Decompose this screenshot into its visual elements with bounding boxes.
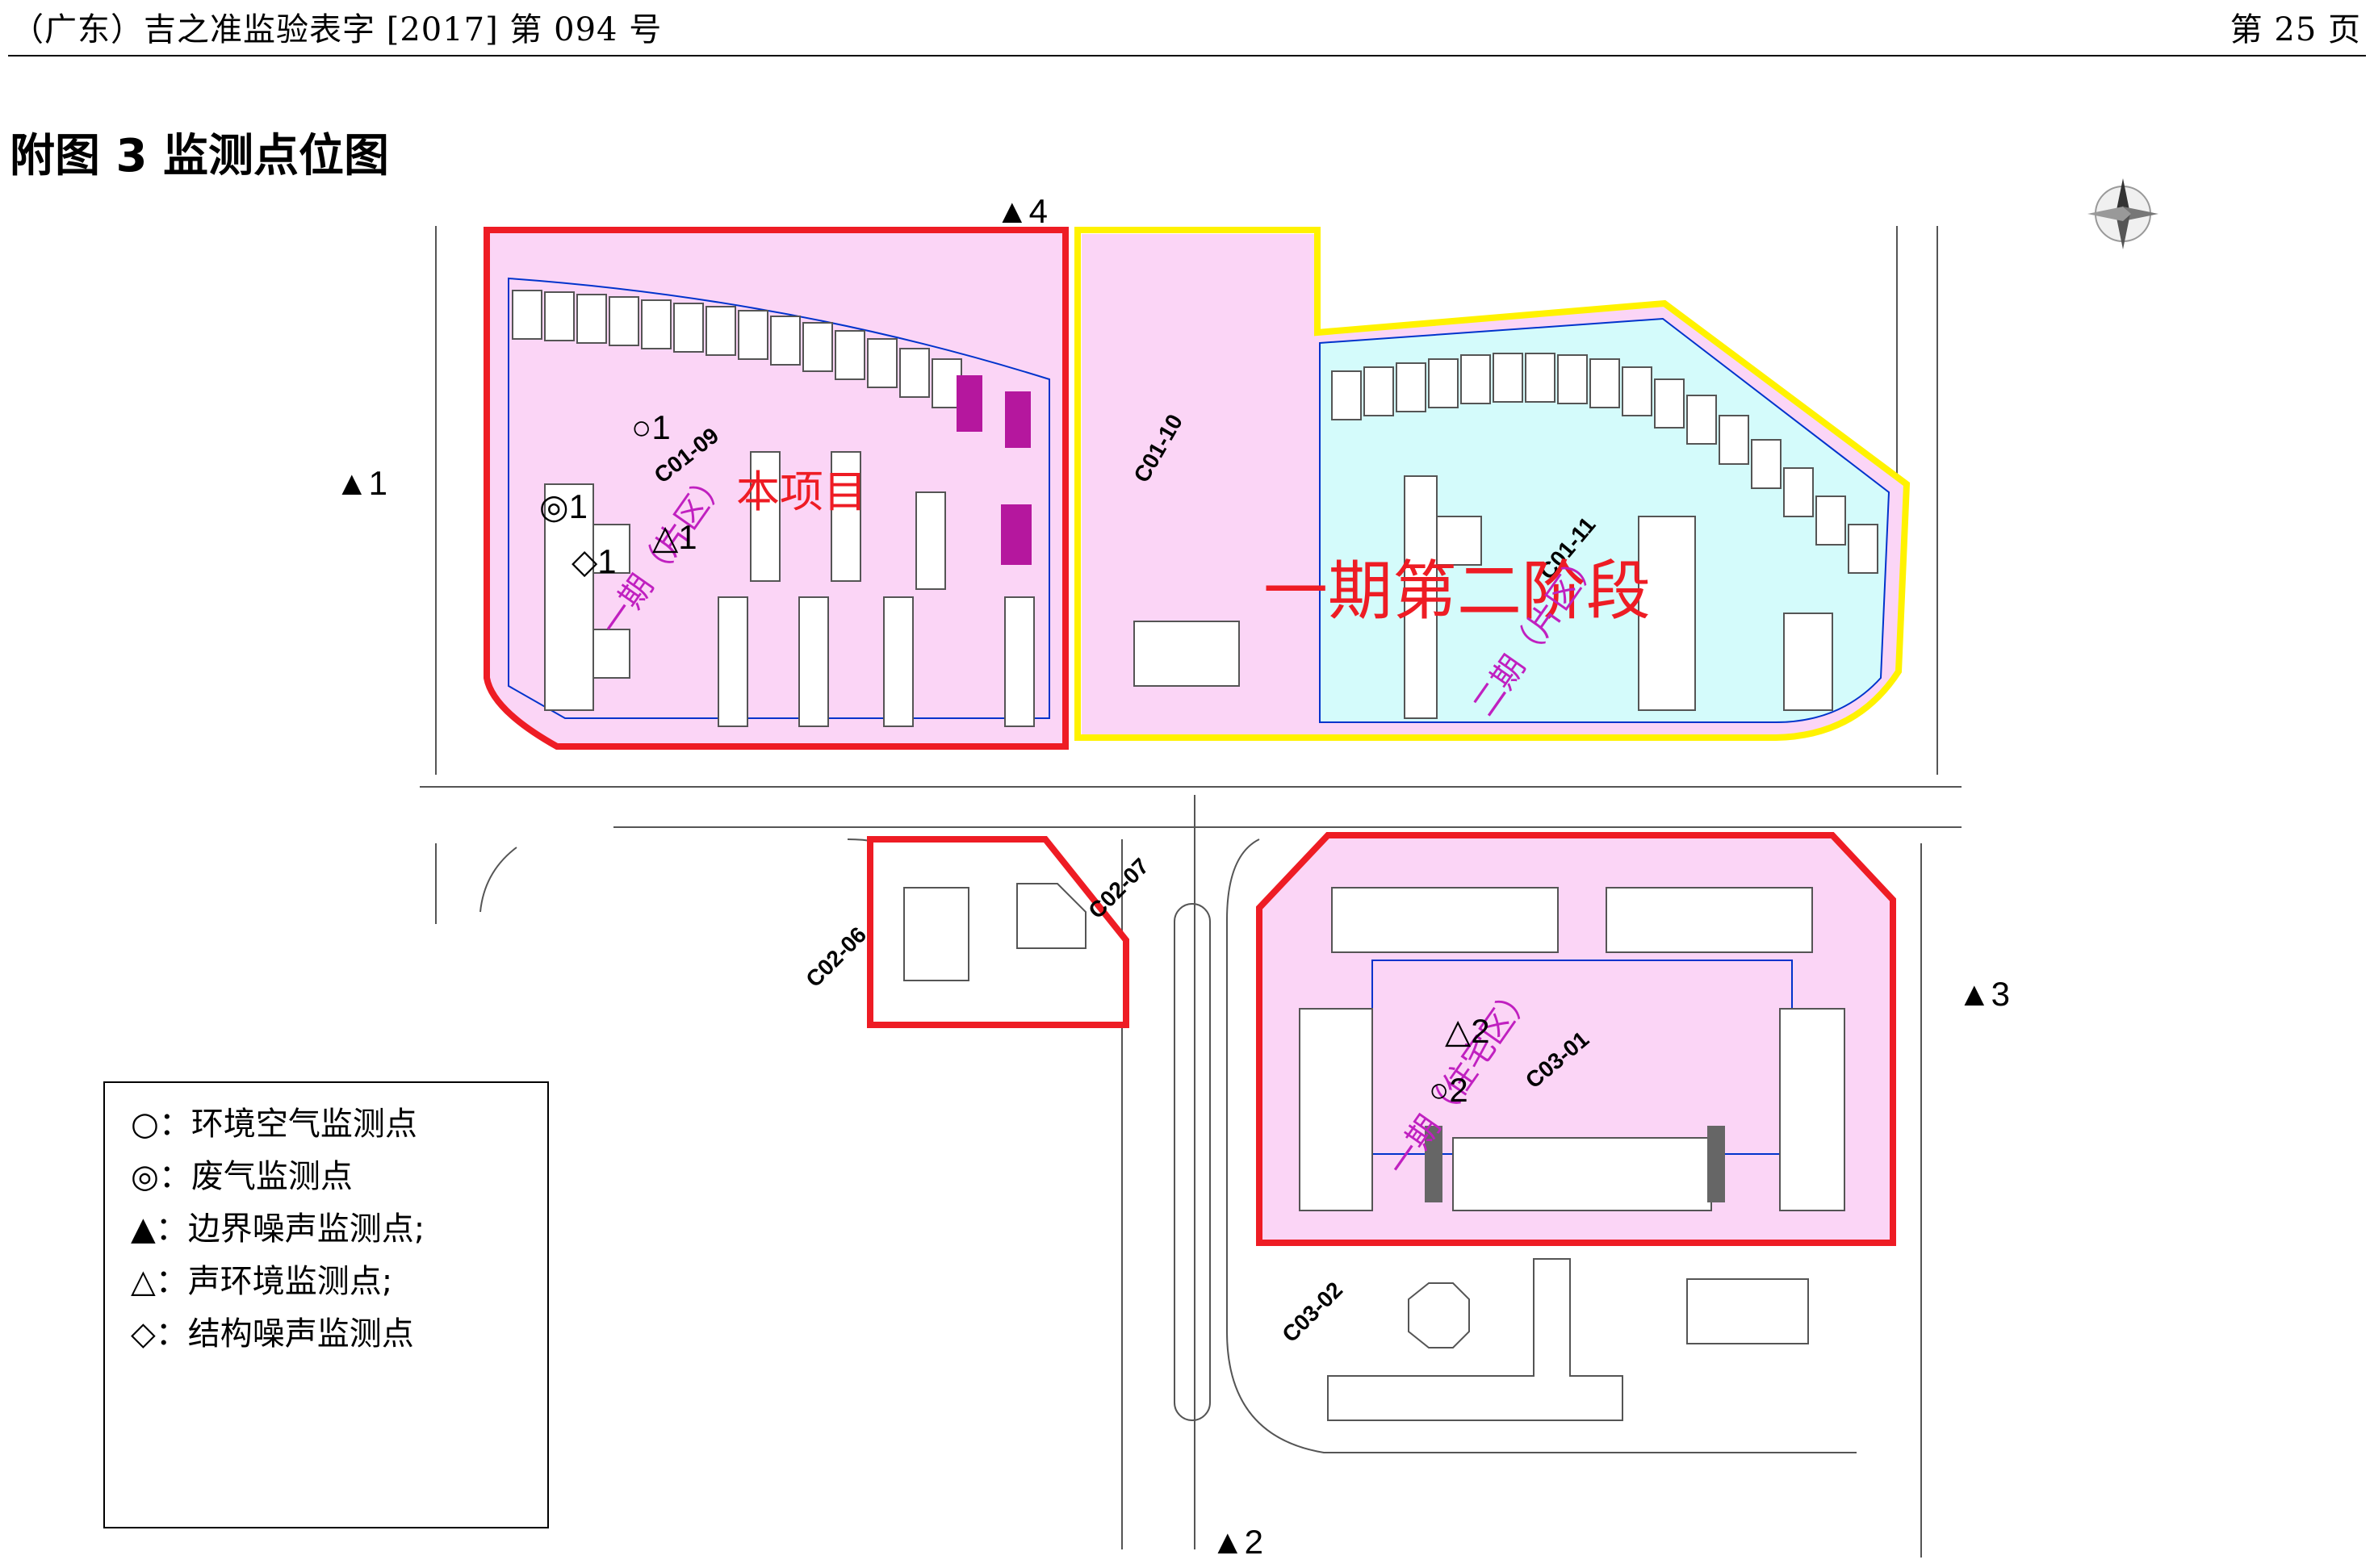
buildings-c03-01 [1299,887,1845,1211]
buildings-c02 [903,883,1087,981]
boundary-noise-1-marker: ▲1 [335,464,387,502]
figure-title: 附图 3 监测点位图 [10,130,389,182]
north-arrow-icon [2087,178,2158,249]
stage2-boundary [1074,227,1911,741]
parcel-label-c03-02: C03-02 [1277,1277,1347,1347]
legend-exhaust-gas: ◎：废气监测点 [131,1158,353,1195]
buildings-c01-09 [512,290,1240,727]
buildings-c01-11 [1331,353,1878,719]
map-legend: ○：环境空气监测点 ◎：废气监测点 ▲：边界噪声监测点; △：声环境监测点; ◇… [103,1081,549,1528]
project-label: 本项目 [736,466,867,517]
boundary-noise-3-marker: ▲3 [1957,975,2010,1013]
legend-sound-environment: △：声环境监测点; [131,1263,393,1300]
ambient-air-1-marker: ○1 [631,408,671,446]
magenta-building-2 [1005,391,1031,448]
buildings-c03-02 [1327,1258,1809,1421]
legend-ambient-air: ○：环境空气监测点 [131,1106,417,1143]
hatch-block-left [1425,1126,1442,1202]
c01-09-inner-line [508,277,1050,719]
document-header-left: （广东）吉之准监验表字 [2017] 第 094 号 [11,11,663,48]
magenta-building-3 [1001,504,1032,565]
exhaust-gas-1-marker: ◎1 [539,487,588,525]
header-rule [8,55,2366,56]
boundary-noise-4-marker: ▲4 [995,192,1048,230]
structural-noise-1-marker: ◇1 [572,542,617,580]
legend-structural-noise: ◇：结构噪声监测点 [131,1315,414,1353]
phase1-stage2-label: 一期第二阶段 [1263,554,1651,629]
ambient-air-2-marker: ○2 [1429,1071,1468,1109]
parcel-label-c02-07: C02-07 [1083,853,1154,923]
monitoring-points: ▲1 ▲2 ▲3 ▲4 ○1 ○2 ◎1 △1 △2 ◇1 [335,192,2010,1561]
hatch-block-right [1707,1126,1725,1202]
legend-boundary-noise: ▲：边界噪声监测点; [131,1210,425,1248]
magenta-building-1 [957,375,982,432]
sound-env-2-marker: △2 [1445,1012,1490,1050]
parcel-label-c02-06: C02-06 [801,922,871,992]
sound-env-1-marker: △1 [652,518,697,556]
document-header-page: 第 25 页 [2230,11,2361,48]
boundary-noise-2-marker: ▲2 [1211,1523,1263,1561]
